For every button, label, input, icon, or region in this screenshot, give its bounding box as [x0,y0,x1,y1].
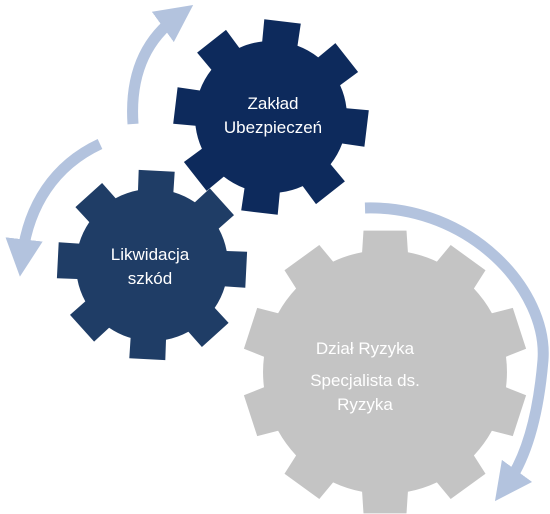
left-gear-label-line1: Likwidacja [110,245,190,264]
left-cycle-arrow [5,139,103,277]
insurance-company-gear [173,19,369,215]
left-gear-label: Likwidacja szkód [100,243,200,291]
right-gear-label-line2: Specjalista ds. [310,371,420,390]
risk-department-gear [243,230,527,514]
top-gear-label-line2: Ubezpieczeń [223,118,323,137]
claims-settlement-gear [56,169,248,361]
top-gear-label-line1: Zakład [247,94,299,113]
top-gear-label: Zakład Ubezpieczeń [218,92,328,140]
top-cycle-arrow [127,5,194,125]
right-cycle-arrow [364,202,549,502]
left-gear-label-line2: szkód [127,269,173,288]
right-gear-label-line3: Ryzyka [337,395,393,414]
right-gear-label-line1: Dział Ryzyka [315,339,415,358]
right-gear-label: Dział Ryzyka Specjalista ds. Ryzyka [300,337,430,417]
